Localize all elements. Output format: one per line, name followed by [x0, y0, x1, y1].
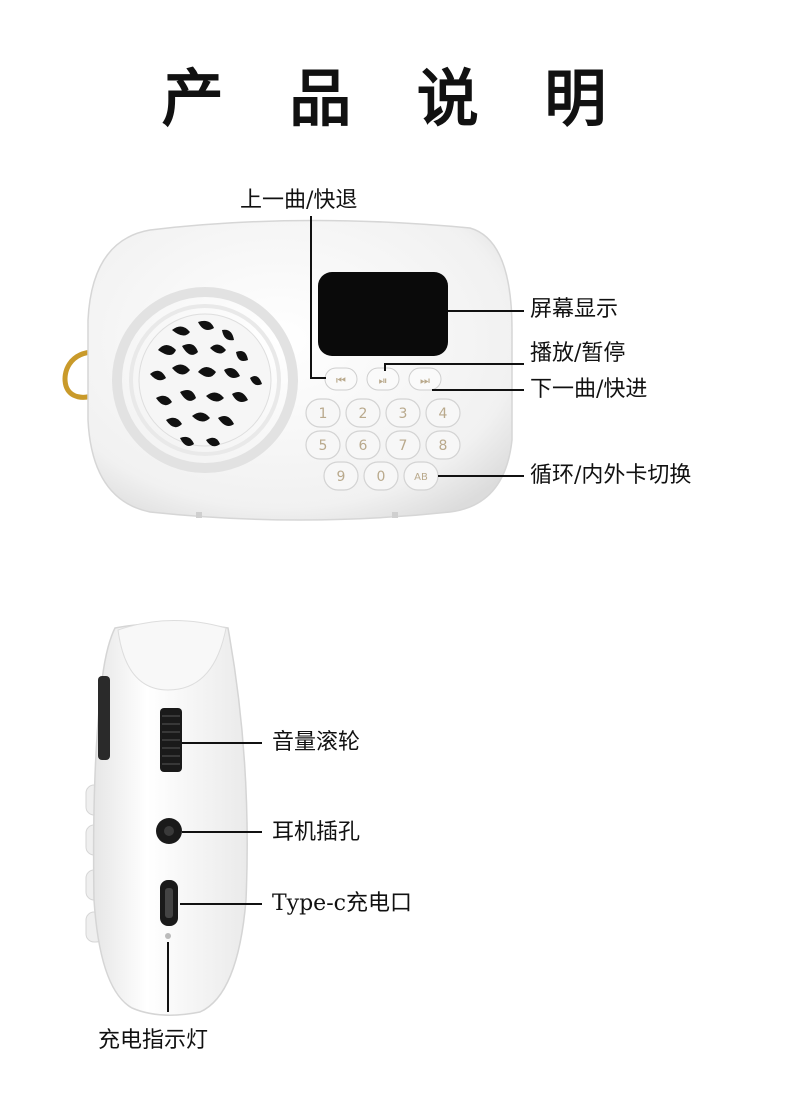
keypad-key-2: 2: [359, 406, 368, 422]
page-title: 产 品 说 明: [161, 62, 629, 135]
charge-indicator-led: [165, 933, 171, 939]
keypad-key-3: 3: [399, 406, 408, 422]
label-mode: 循环/内外卡切换: [530, 463, 692, 488]
keypad-labels: 1 2 3 4 5 6 7 8 9 0 AB: [319, 406, 448, 485]
leader-indicator: [167, 942, 169, 1012]
label-charge-port: Type-c充电口: [272, 891, 412, 916]
leader-screen: [448, 310, 524, 312]
leader-mode: [438, 475, 524, 477]
svg-text:⏮: ⏮: [336, 374, 346, 387]
keypad-key-7: 7: [399, 438, 408, 454]
leader-play-drop: [384, 363, 386, 371]
leader-earphone: [182, 831, 262, 833]
speaker-grille: [150, 320, 262, 447]
handle-ring: [62, 349, 98, 400]
leader-next: [432, 389, 524, 391]
svg-text:⏭: ⏭: [420, 374, 430, 387]
leader-charge-port: [180, 903, 262, 905]
leader-volume: [182, 742, 262, 744]
leader-prev: [310, 216, 312, 379]
label-play: 播放/暂停: [530, 341, 626, 366]
keypad-key-9: 9: [337, 469, 346, 485]
label-next: 下一曲/快进: [530, 377, 648, 402]
keypad-key-ab: AB: [414, 472, 428, 483]
keypad: [305, 398, 461, 491]
keypad-key-6: 6: [359, 438, 368, 454]
label-earphone: 耳机插孔: [272, 820, 361, 845]
keypad-key-5: 5: [319, 438, 328, 454]
transport-buttons: ⏮ ⏯ ⏭: [324, 367, 442, 391]
keypad-key-1: 1: [319, 406, 328, 422]
label-volume: 音量滚轮: [272, 730, 361, 755]
side-view-device: [85, 619, 248, 1016]
leader-play: [384, 363, 524, 365]
keypad-key-8: 8: [439, 438, 448, 454]
svg-text:⏯: ⏯: [379, 374, 388, 387]
label-prev: 上一曲/快退: [240, 188, 358, 213]
keypad-key-4: 4: [439, 406, 448, 422]
label-indicator: 充电指示灯: [98, 1028, 209, 1053]
front-view-device: ⏮ ⏯ ⏭ 1 2 3 4 5 6 7 8 9 0: [62, 219, 513, 521]
leader-prev-foot: [310, 377, 326, 379]
device-screen: [318, 272, 448, 356]
keypad-key-0: 0: [377, 469, 386, 485]
speaker-ring-outer: [112, 287, 298, 473]
label-screen: 屏幕显示: [530, 297, 619, 322]
